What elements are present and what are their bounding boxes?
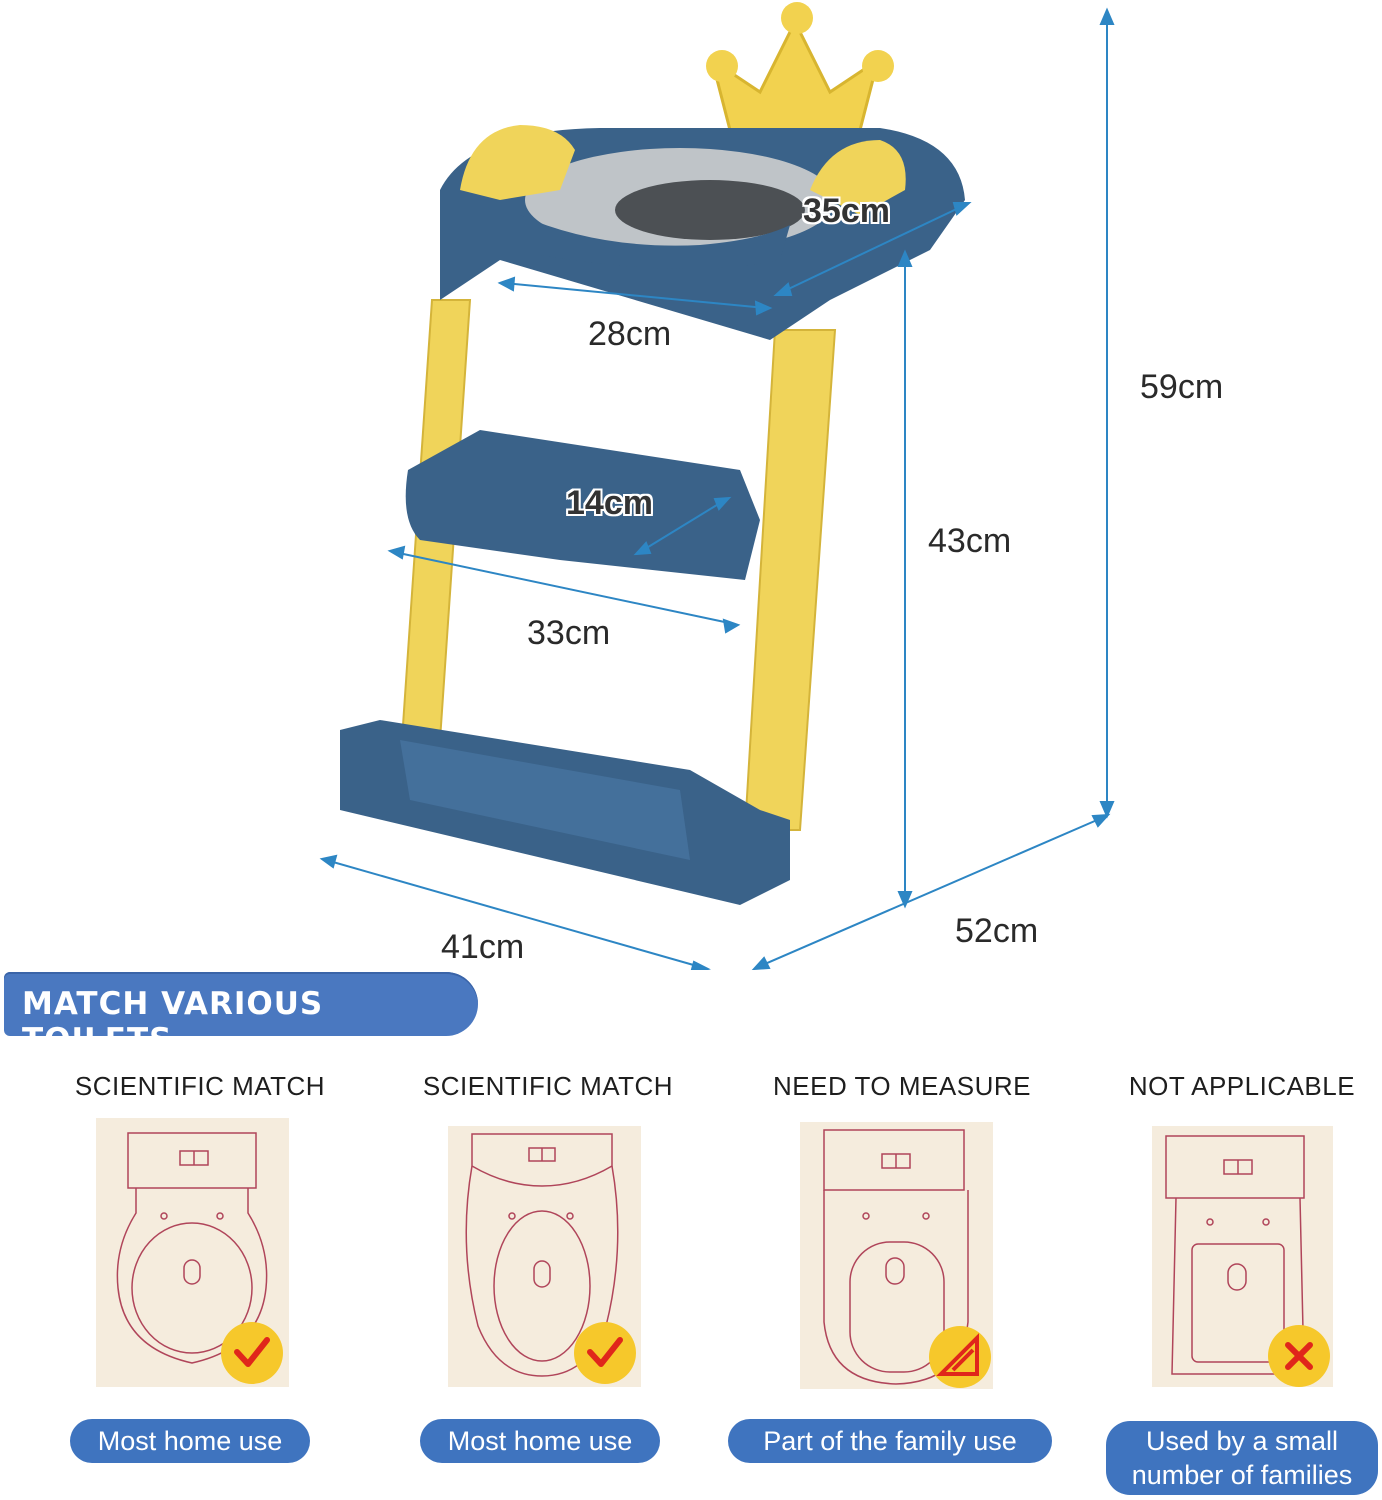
check-icon (221, 1322, 283, 1384)
measurement-lines (319, 7, 1115, 970)
total-height-label: 59cm (1140, 368, 1224, 406)
step-height-label: 43cm (928, 522, 1012, 560)
elongated-toilet-icon (465, 1133, 619, 1377)
toilet-2-title: SCIENTIFIC MATCH (422, 1071, 674, 1101)
toilet-1-title: SCIENTIFIC MATCH (74, 1071, 326, 1101)
base-depth-label: 52cm (955, 912, 1039, 950)
toilet-3-title: NEED TO MEASURE (773, 1071, 1031, 1101)
toilet-4-title: NOT APPLICABLE (1128, 1071, 1356, 1101)
section-banner: MATCH VARIOUS TOILETS (4, 972, 478, 1058)
cross-icon (1268, 1325, 1330, 1387)
step-stool-illustration (319, 2, 1115, 970)
ruler-icon (929, 1326, 991, 1388)
toilet-1-caption: Most home use (70, 1419, 310, 1463)
step-width-label: 33cm (527, 614, 611, 652)
step-depth-label: 14cm (566, 484, 653, 522)
seat-depth-label: 35cm (803, 192, 890, 230)
check-icon (574, 1322, 636, 1384)
toilet-4-caption: Used by a small number of families (1106, 1421, 1378, 1495)
crown-icon (706, 2, 894, 132)
toilet-3-image (800, 1122, 993, 1389)
toilet-2-caption: Most home use (420, 1419, 660, 1463)
toilet-3-caption: Part of the family use (728, 1419, 1052, 1463)
base-width-label: 41cm (441, 928, 525, 966)
rectangular-toilet-icon (1165, 1135, 1305, 1375)
banner-title: MATCH VARIOUS TOILETS (22, 986, 324, 1058)
round-toilet-icon (116, 1132, 268, 1364)
seat-width-label: 28cm (588, 315, 672, 353)
